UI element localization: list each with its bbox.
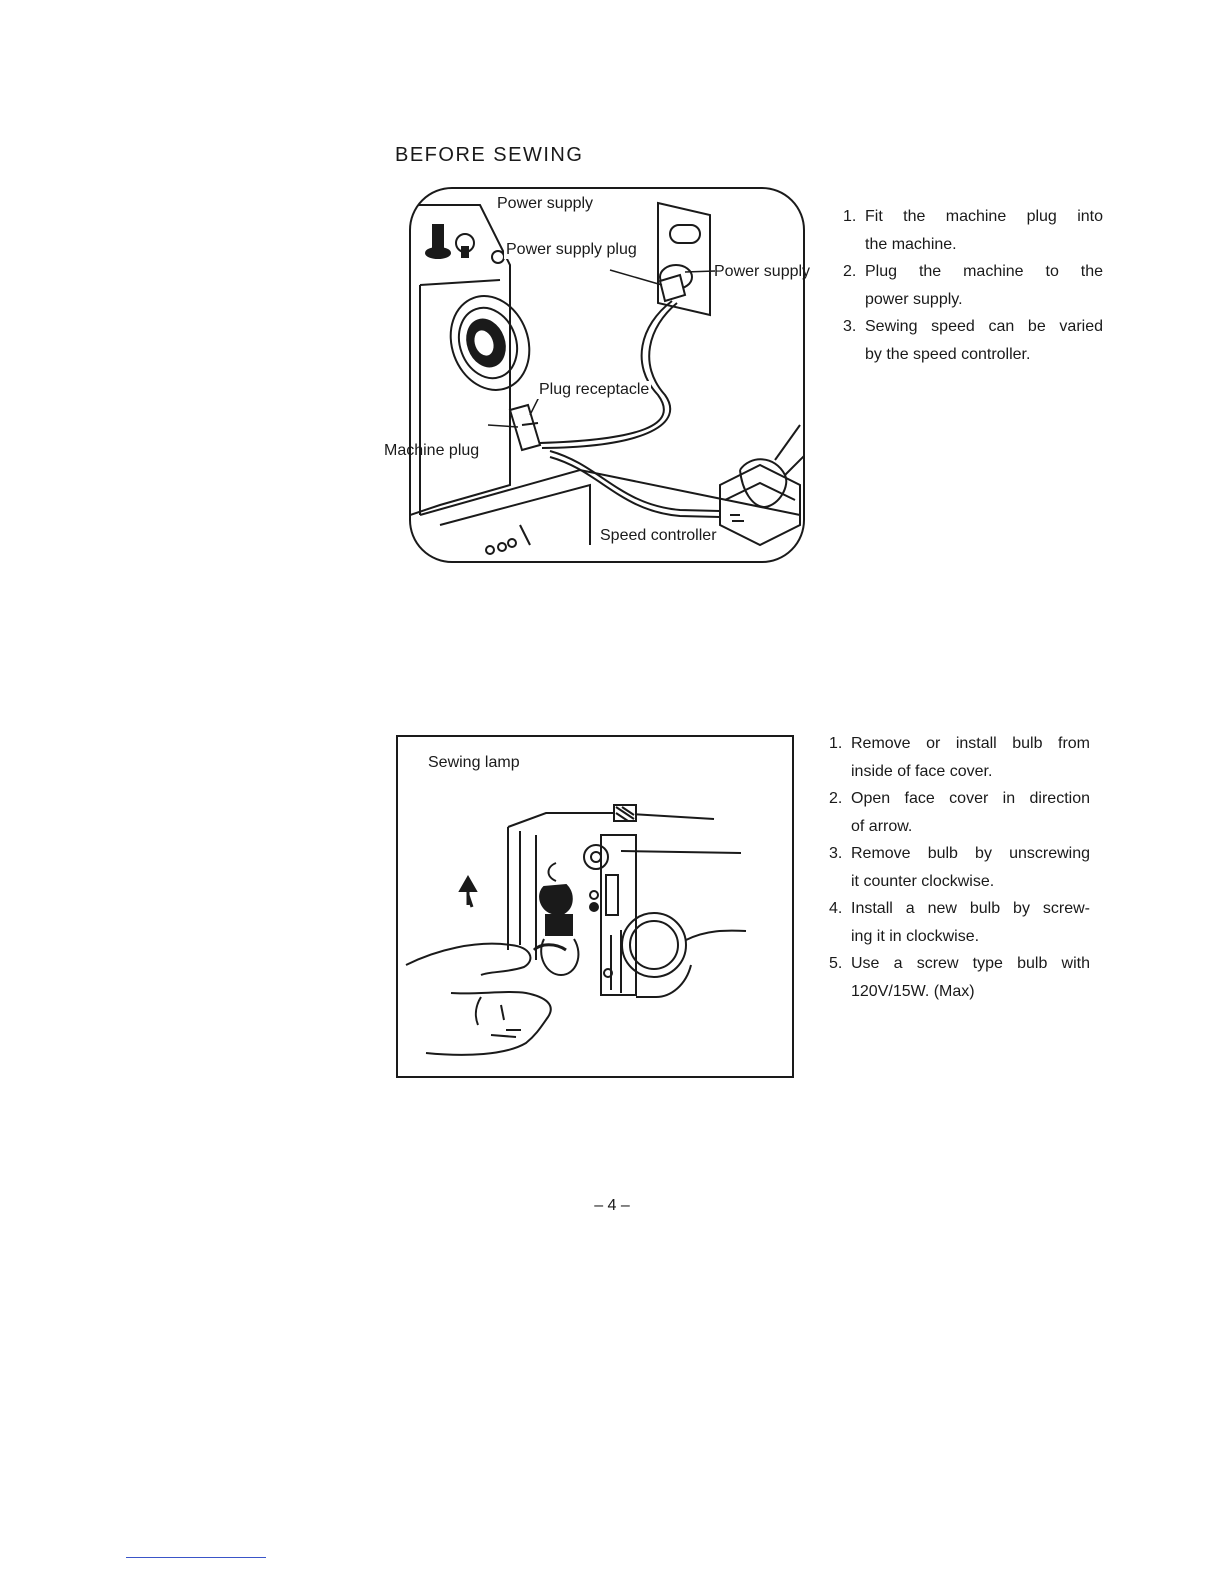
step-number: 1. xyxy=(843,208,857,225)
list-item: 1. Fit the machine plug into the machine. xyxy=(843,203,1103,258)
step-text: ing it in clockwise. xyxy=(851,927,980,945)
power-connection-figure: Power supply Power supply plug Power sup… xyxy=(380,185,825,565)
step-text: Sewing speed can be varied xyxy=(865,318,1103,335)
lamp-steps-list: 1. Remove or install bulb from inside of … xyxy=(829,730,1090,1005)
step-number: 3. xyxy=(829,845,843,862)
scan-artifact-line xyxy=(126,1557,266,1558)
list-item: 2. Plug the machine to the power supply. xyxy=(843,258,1103,313)
list-item: 4. Install a new bulb by screw-ing it in… xyxy=(829,895,1090,950)
step-text: Fit the machine plug into xyxy=(865,208,1103,225)
label-sewing-lamp: Sewing lamp xyxy=(426,754,522,772)
page-number: – 4 – xyxy=(594,1197,630,1214)
label-power-supply-side: Power supply xyxy=(714,263,811,280)
step-number: 1. xyxy=(829,735,843,752)
step-text: Remove bulb by unscrewing xyxy=(851,845,1090,862)
step-text: 120V/15W. (Max) xyxy=(851,982,975,1000)
step-text: it counter clockwise. xyxy=(851,872,995,890)
list-item: 1. Remove or install bulb from inside of … xyxy=(829,730,1090,785)
step-number: 5. xyxy=(829,955,843,972)
section-title: BEFORE SEWING xyxy=(395,144,584,166)
label-speed-controller: Speed controller xyxy=(598,527,719,545)
step-text: of arrow. xyxy=(851,817,913,835)
list-item: 2. Open face cover in direction of arrow. xyxy=(829,785,1090,840)
power-steps-list: 1. Fit the machine plug into the machine.… xyxy=(843,203,1103,368)
step-text: power supply. xyxy=(865,290,963,308)
label-power-supply-plug: Power supply plug xyxy=(504,241,639,259)
step-number: 2. xyxy=(843,263,857,280)
sewing-lamp-illustration xyxy=(396,735,794,1078)
step-number: 3. xyxy=(843,318,857,335)
step-text: Open face cover in direction xyxy=(851,790,1090,807)
label-power-supply-top: Power supply xyxy=(495,195,596,213)
step-text: the machine. xyxy=(865,235,957,253)
step-number: 4. xyxy=(829,900,843,917)
step-text: Use a screw type bulb with xyxy=(851,955,1090,972)
label-plug-receptacle: Plug receptacle xyxy=(537,381,652,399)
step-text: by the speed controller. xyxy=(865,345,1031,363)
step-text: inside of face cover. xyxy=(851,762,993,780)
figure-frame xyxy=(409,187,805,563)
label-machine-plug: Machine plug xyxy=(384,442,480,459)
list-item: 3. Sewing speed can be varied by the spee… xyxy=(843,313,1103,368)
step-text: Install a new bulb by screw- xyxy=(851,900,1090,917)
list-item: 5. Use a screw type bulb with 120V/15W. (… xyxy=(829,950,1090,1005)
list-item: 3. Remove bulb by unscrewing it counter c… xyxy=(829,840,1090,895)
figure-frame xyxy=(396,735,794,1078)
sewing-lamp-figure: Sewing lamp xyxy=(396,735,796,1080)
step-number: 2. xyxy=(829,790,843,807)
step-text: Remove or install bulb from xyxy=(851,735,1090,752)
step-text: Plug the machine to the xyxy=(865,263,1103,280)
